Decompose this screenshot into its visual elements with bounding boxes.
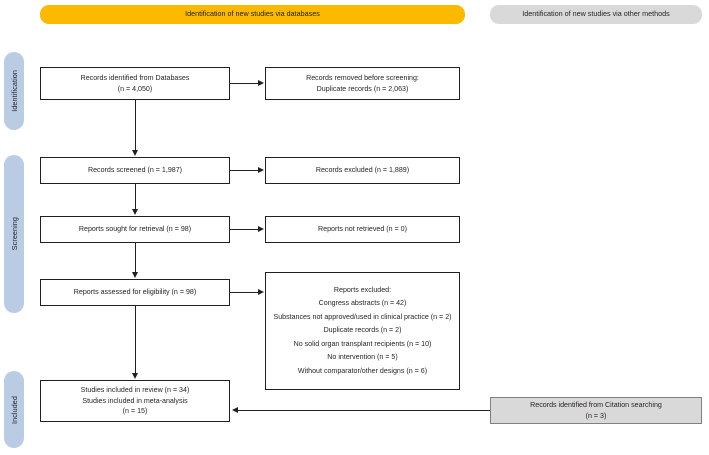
stage-label-screening: Screening [4, 155, 24, 313]
connector-identified-to-removed [230, 83, 258, 84]
studies-included-line2: Studies included in meta-analysis [82, 396, 188, 405]
stage-identification-text: Identification [9, 70, 19, 112]
records-excluded-line1: Records excluded (n = 1,889) [315, 166, 410, 174]
connector-identified-to-screened [135, 100, 136, 150]
connector-citation-to-included [238, 410, 490, 411]
reports-excluded-reason-3: No solid organ transplant recipients (n … [293, 339, 432, 348]
box-studies-included: Studies included in review (n = 34) Stud… [40, 380, 230, 422]
reports-not-retrieved-line1: Reports not retrieved (n = 0) [318, 225, 407, 233]
arrowhead-sought-to-assessed-icon [131, 272, 138, 278]
arrowhead-identified-to-removed-icon [258, 79, 264, 86]
reports-excluded-reason-2: Duplicate records (n = 2) [323, 326, 402, 335]
banner-databases-label: Identification of new studies via databa… [185, 9, 320, 19]
reports-assessed-line1: Reports assessed for eligibility (n = 98… [73, 288, 197, 296]
box-reports-not-retrieved: Reports not retrieved (n = 0) [265, 216, 460, 243]
reports-excluded-reason-4: No intervention (n = 5) [327, 353, 398, 362]
box-records-identified: Records identified from Databases (n = 4… [40, 67, 230, 100]
records-identified-line1: Records identified from Databases [80, 73, 190, 82]
banner-identification-other-methods: Identification of new studies via other … [490, 5, 702, 24]
stage-screening-text: Screening [9, 217, 19, 251]
studies-included-line1: Studies included in review (n = 34) [80, 385, 190, 394]
connector-screened-to-excluded [230, 170, 258, 171]
box-reports-excluded-reasons: Reports excluded: Congress abstracts (n … [265, 272, 460, 390]
reports-excluded-heading: Reports excluded: [333, 285, 392, 294]
banner-other-methods-label: Identification of new studies via other … [522, 9, 670, 19]
arrowhead-sought-to-not-retrieved-icon [258, 225, 264, 232]
records-removed-line1: Records removed before screening: [306, 73, 419, 82]
reports-excluded-reason-0: Congress abstracts (n = 42) [318, 299, 407, 308]
records-removed-line2: Duplicate records (n = 2,063) [316, 84, 409, 93]
box-records-excluded: Records excluded (n = 1,889) [265, 157, 460, 184]
citation-searching-line1: Records identified from Citation searchi… [530, 400, 662, 409]
box-citation-searching: Records identified from Citation searchi… [490, 397, 702, 424]
connector-screened-to-sought [135, 184, 136, 209]
box-reports-sought: Reports sought for retrieval (n = 98) [40, 216, 230, 243]
connector-sought-to-assessed [135, 243, 136, 272]
connector-assessed-to-included [135, 306, 136, 373]
reports-excluded-reason-1: Substances not approved/used in clinical… [273, 312, 452, 321]
connector-assessed-to-reasons [230, 292, 258, 293]
arrowhead-screened-to-excluded-icon [258, 166, 264, 173]
stage-label-included: Included [4, 371, 24, 448]
reports-excluded-reason-5: Without comparator/other designs (n = 6) [297, 366, 428, 375]
citation-searching-line2: (n = 3) [585, 411, 607, 420]
box-records-removed: Records removed before screening: Duplic… [265, 67, 460, 100]
arrowhead-citation-to-included-icon [232, 406, 238, 413]
arrowhead-assessed-to-included-icon [131, 373, 138, 379]
reports-sought-line1: Reports sought for retrieval (n = 98) [78, 225, 192, 233]
arrowhead-screened-to-sought-icon [131, 209, 138, 215]
records-screened-line1: Records screened (n = 1,987) [87, 166, 183, 174]
stage-included-text: Included [9, 395, 19, 424]
banner-identification-databases: Identification of new studies via databa… [40, 5, 465, 24]
arrowhead-identified-to-screened-icon [131, 150, 138, 156]
records-identified-line2: (n = 4,050) [117, 84, 153, 93]
studies-included-line3: (n = 15) [122, 407, 148, 416]
box-records-screened: Records screened (n = 1,987) [40, 157, 230, 184]
connector-sought-to-not-retrieved [230, 229, 258, 230]
box-reports-assessed: Reports assessed for eligibility (n = 98… [40, 279, 230, 306]
arrowhead-assessed-to-reasons-icon [258, 288, 264, 295]
stage-label-identification: Identification [4, 52, 24, 130]
